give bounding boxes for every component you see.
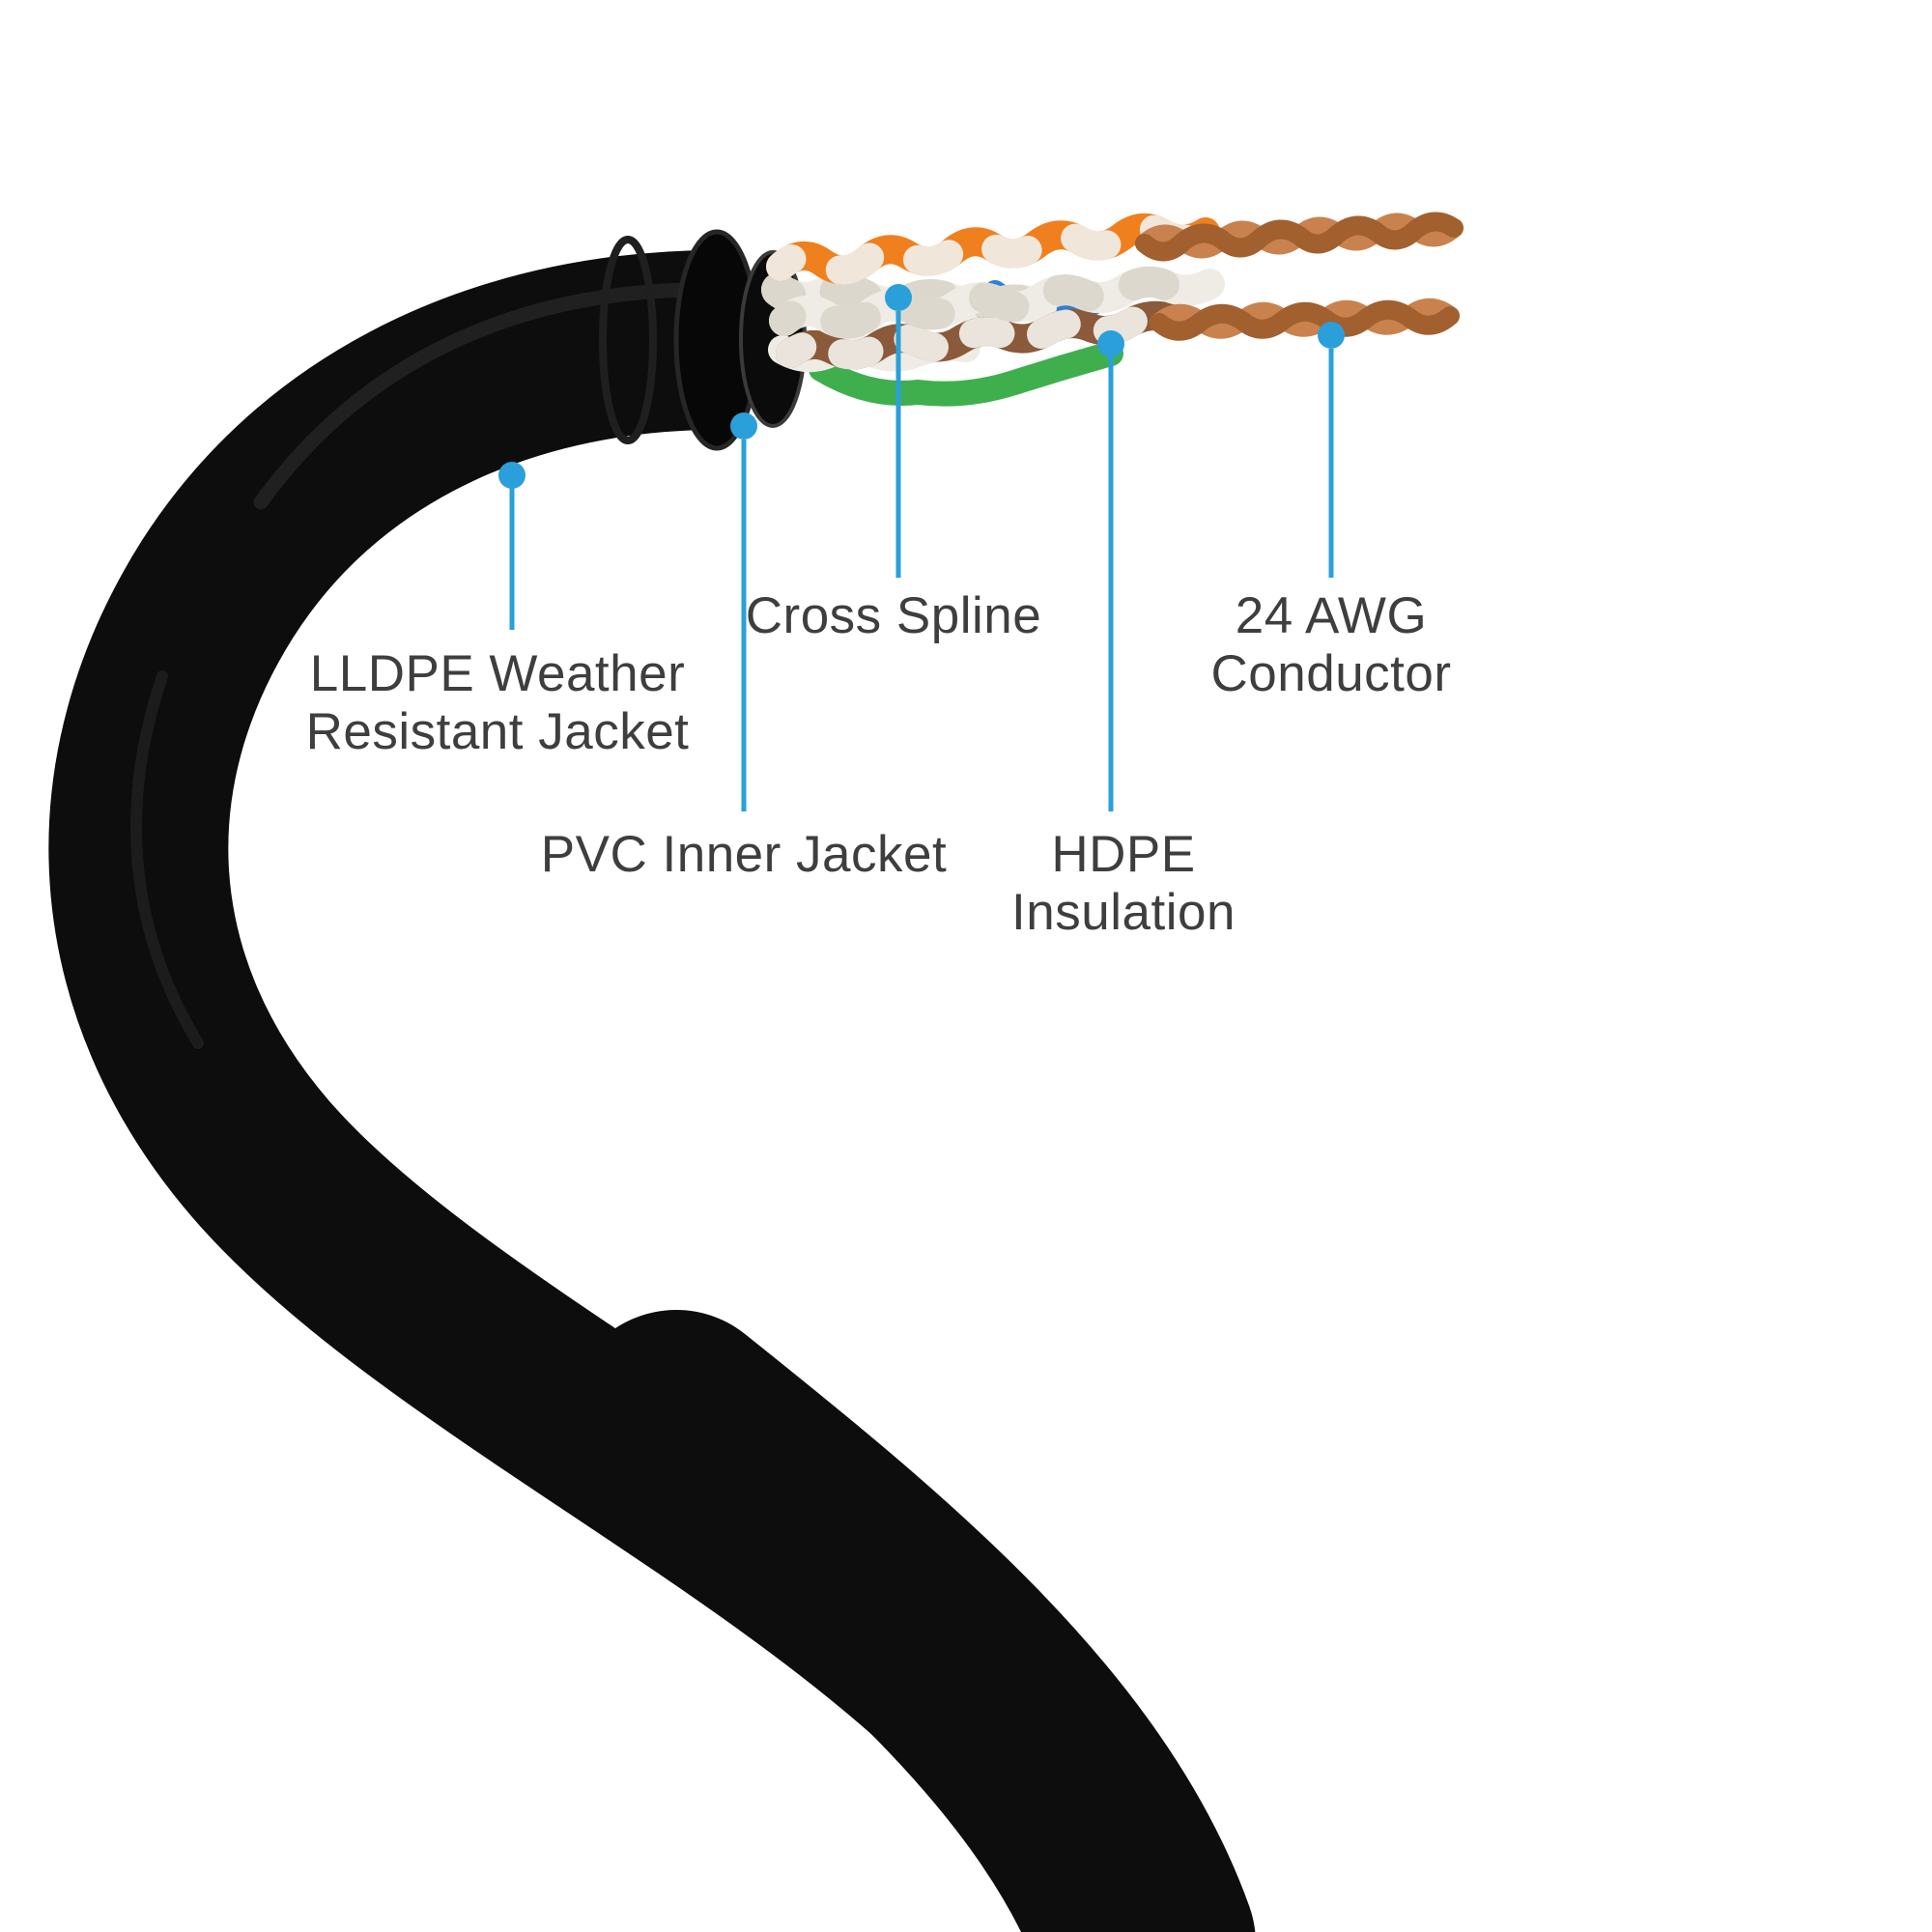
label-lldpe-line2: Resistant Jacket [305, 703, 690, 761]
cable-sheen-left [130, 670, 204, 1049]
label-pvc-inner-jacket: PVC Inner Jacket [541, 826, 947, 884]
green-wire [809, 341, 1123, 407]
copper-strand-d [1150, 299, 1460, 341]
white-pair-twist [769, 266, 1225, 339]
brown-pair-twist [776, 300, 1187, 370]
callout-dot-lldpe [498, 462, 526, 489]
label-hdpe-line1: HDPE [1051, 826, 1196, 883]
callout-lldpe [498, 462, 526, 630]
label-cross-spline-line1: Cross Spline [745, 587, 1042, 644]
label-awg-line1: 24 AWG [1235, 587, 1428, 644]
callout-dot-pvc [730, 412, 757, 440]
cable-sheen-top [253, 282, 696, 510]
callout-dot-awg [1318, 322, 1345, 349]
label-awg-line2: Conductor [1210, 645, 1452, 703]
orange-pair-twist [766, 213, 1220, 285]
label-pvc-line1: PVC Inner Jacket [540, 826, 948, 883]
callout-cross-spline [885, 284, 912, 578]
callout-dot-hdpe [1097, 330, 1124, 357]
cable-cut-face [673, 229, 807, 451]
callout-awg [1318, 322, 1345, 578]
copper-strand-b [1135, 212, 1463, 262]
cable-ridge-ring [599, 236, 657, 444]
label-cross-spline: Cross Spline [746, 587, 1041, 645]
exposed-wires [761, 212, 1463, 407]
label-hdpe-insulation: HDPE Insulation [1011, 826, 1236, 943]
label-lldpe-weather-resistant-jacket: LLDPE Weather Resistant Jacket [306, 645, 690, 762]
callout-hdpe [1097, 330, 1124, 811]
cable-body [48, 236, 1255, 1932]
callout-dot-cross-spline [885, 284, 912, 311]
callout-pvc [730, 412, 757, 811]
copper-bundle-upper [1135, 212, 1463, 262]
label-hdpe-line2: Insulation [1011, 884, 1236, 942]
label-24-awg-conductor: 24 AWG Conductor [1210, 587, 1451, 704]
copper-bundle-lower [1150, 298, 1460, 341]
cable-jacket-lower-path [566, 1310, 1255, 1932]
label-lldpe-line1: LLDPE Weather [309, 645, 686, 702]
callouts [498, 284, 1345, 811]
